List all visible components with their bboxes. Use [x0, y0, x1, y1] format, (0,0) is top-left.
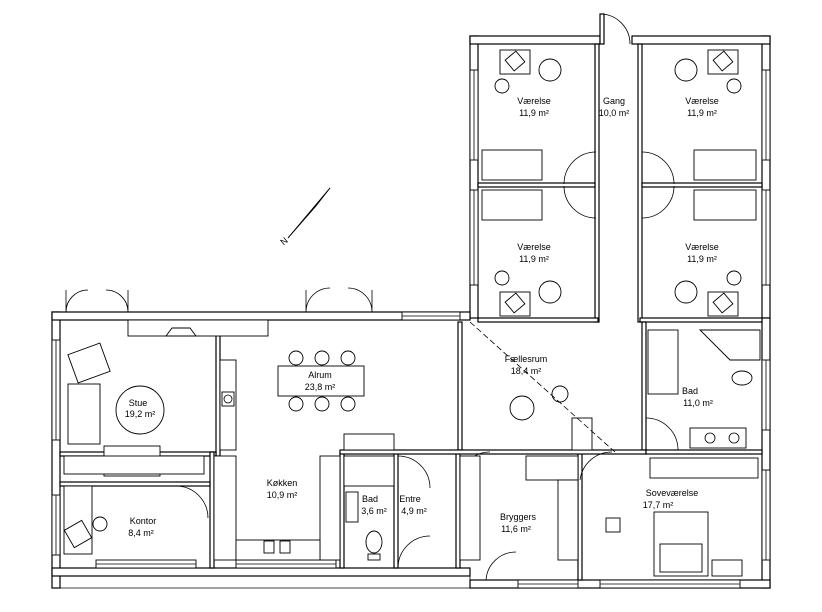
- room-alrum-area: 23,8 m²: [305, 382, 336, 392]
- room-sovevaerelse-name: Soveværelse: [646, 488, 699, 498]
- room-vaerelse-nw-area: 11,9 m²: [519, 108, 549, 118]
- dashed-line: [469, 321, 616, 453]
- room-labels: Værelse 11,9 m² Gang 10,0 m² Værelse 11,…: [125, 96, 719, 538]
- room-vaerelse-sw-area: 11,9 m²: [519, 254, 549, 264]
- room-vaerelse-nw-name: Værelse: [517, 96, 551, 106]
- room-bad-large-name: Bad: [682, 386, 698, 396]
- windows: [51, 69, 771, 589]
- room-vaerelse-se-name: Værelse: [685, 242, 719, 252]
- room-vaerelse-ne-name: Værelse: [685, 96, 719, 106]
- room-koekken-name: Køkken: [267, 478, 298, 488]
- room-stue-area: 19,2 m²: [125, 409, 156, 419]
- room-vaerelse-se-area: 11,9 m²: [687, 254, 717, 264]
- room-kontor-area: 8,4 m²: [128, 528, 154, 538]
- room-gang-name: Gang: [603, 96, 625, 106]
- room-bad-small-name: Bad: [362, 494, 378, 504]
- north-label: N: [278, 235, 289, 247]
- furniture: [63, 49, 761, 577]
- room-sovevaerelse-area: 17,7 m²: [643, 500, 674, 510]
- room-bad-large-area: 11,0 m²: [683, 398, 713, 408]
- room-bryggers-name: Bryggers: [500, 512, 537, 522]
- room-koekken-area: 10,9 m²: [267, 490, 298, 500]
- north-arrow: N: [278, 187, 331, 247]
- room-bad-small-area: 3,6 m²: [361, 506, 387, 516]
- room-kontor-name: Kontor: [130, 516, 157, 526]
- room-alrum-name: Alrum: [308, 370, 332, 380]
- room-bryggers-area: 11,6 m²: [501, 524, 531, 534]
- room-entre-name: Entre: [399, 494, 421, 504]
- terrace-doors: [65, 287, 373, 313]
- room-faellesrum-area: 18,4 m²: [511, 366, 542, 376]
- room-entre-area: 4,9 m²: [401, 506, 427, 516]
- room-faellesrum-name: Fællesrum: [505, 354, 548, 364]
- room-vaerelse-sw-name: Værelse: [517, 242, 551, 252]
- room-vaerelse-ne-area: 11,9 m²: [687, 108, 717, 118]
- room-gang-area: 10,0 m²: [599, 108, 630, 118]
- room-stue-name: Stue: [129, 398, 148, 408]
